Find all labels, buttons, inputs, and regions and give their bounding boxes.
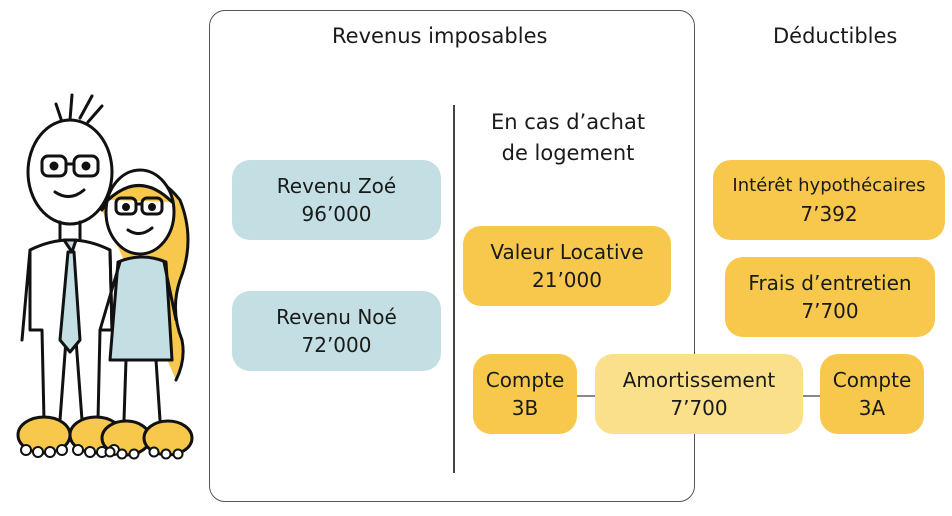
deduction-value: 7’392 xyxy=(800,202,858,226)
taxable-income-heading: Revenus imposables xyxy=(332,24,548,48)
account-label: Compte xyxy=(832,368,912,392)
account-code: 3A xyxy=(858,396,886,420)
income-box-zoe: Revenu Zoé 96’000 xyxy=(232,160,441,240)
purchase-heading-line2: de logement xyxy=(501,141,635,165)
income-box-noe: Revenu Noé 72’000 xyxy=(232,291,441,371)
account-code: 3B xyxy=(511,396,539,420)
deduction-box-mortgage-interest: Intérêt hypothécaires 7’392 xyxy=(713,160,945,240)
income-value: 96’000 xyxy=(301,202,372,226)
section-divider xyxy=(453,105,455,473)
rental-value-label: Valeur Locative xyxy=(490,240,644,264)
account-label: Compte xyxy=(485,368,565,392)
deduction-box-maintenance: Frais d’entretien 7’700 xyxy=(725,257,935,337)
deduction-label: Frais d’entretien xyxy=(748,271,912,295)
income-value: 72’000 xyxy=(301,333,372,357)
connector-3b xyxy=(575,395,600,397)
deduction-value: 7’700 xyxy=(801,299,859,323)
purchase-heading: En cas d’achat de logement xyxy=(466,107,670,169)
amortization-label: Amortissement xyxy=(622,368,776,392)
rental-value-amount: 21’000 xyxy=(532,268,602,292)
account-3a-box: Compte 3A xyxy=(820,354,924,434)
deduction-label: Intérêt hypothécaires xyxy=(732,175,926,196)
purchase-heading-line1: En cas d’achat xyxy=(490,110,646,134)
couple-illustration-icon xyxy=(16,93,194,460)
amortization-value: 7’700 xyxy=(670,396,728,420)
rental-value-box: Valeur Locative 21’000 xyxy=(463,226,671,306)
amortization-box: Amortissement 7’700 xyxy=(595,354,803,434)
income-label: Revenu Zoé xyxy=(276,174,397,198)
income-label: Revenu Noé xyxy=(276,305,397,329)
account-3b-box: Compte 3B xyxy=(473,354,577,434)
connector-3a xyxy=(800,395,822,397)
taxable-income-frame xyxy=(209,10,695,502)
deductible-heading: Déductibles xyxy=(773,24,898,48)
